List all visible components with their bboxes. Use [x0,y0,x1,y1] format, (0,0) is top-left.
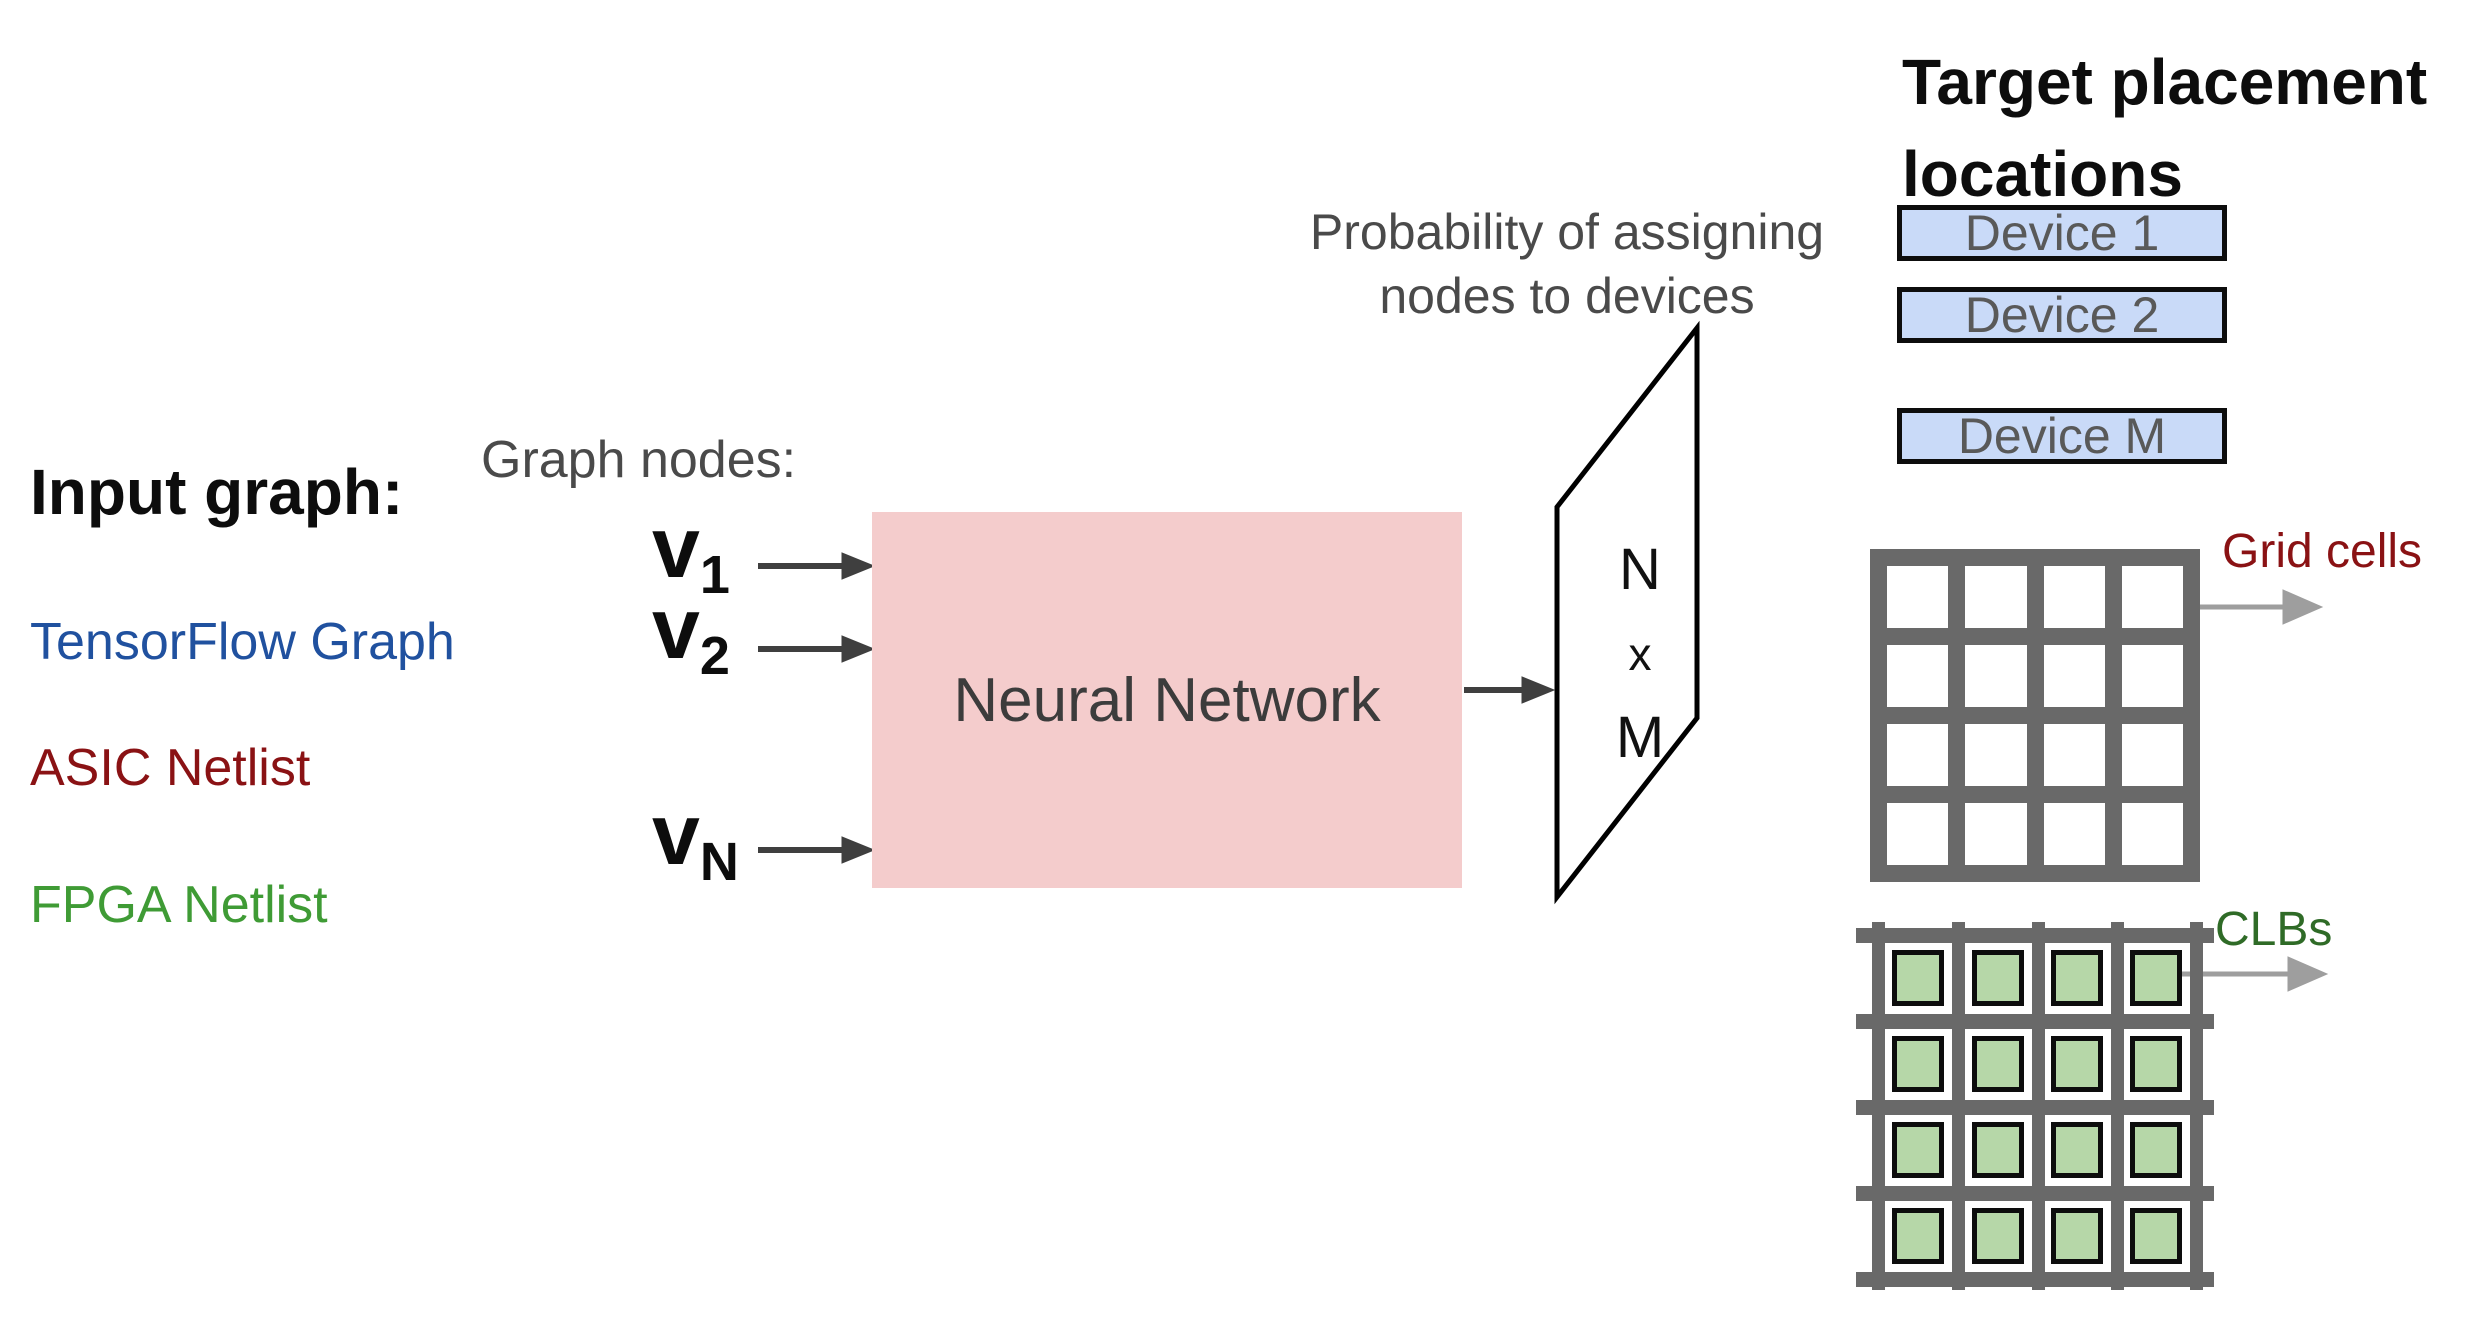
clb-cell [1972,1208,2024,1264]
clb-cell [2051,1208,2103,1264]
clb-cell [2130,1122,2182,1178]
node-subscript: 1 [699,545,730,606]
clb-cell [2130,1208,2182,1264]
device-m-label: Device M [1957,408,2167,464]
node-symbol: v [652,787,700,883]
clb-cell [1972,950,2024,1006]
neural-network-box: Neural Network [872,512,1462,888]
grid-cell [1887,645,1949,707]
clb-cell [1892,1122,1944,1178]
input-item-fpga-netlist: FPGA Netlist [30,876,328,934]
input-graph-heading: Input graph: [30,456,404,528]
clb-grid [1856,922,2214,1290]
clb-routing-vbar [2190,922,2203,1290]
clb-routing-vbar [1952,922,1965,1290]
grid-cell [2121,724,2183,786]
clb-cell [1892,1208,1944,1264]
clbs-label: CLBs [2215,903,2333,956]
grid-cell [1965,803,2027,865]
probability-caption-line1: Probability of assigning [1309,204,1825,260]
grid-cell [2043,724,2105,786]
grid-cell [1887,803,1949,865]
clb-routing-vbar [2111,922,2124,1290]
graph-node-v2: v2 [652,586,730,687]
neural-network-label: Neural Network [953,665,1381,735]
clb-cell [2051,950,2103,1006]
device-1-box: Device 1 [1897,205,2227,261]
grid-cell [2043,645,2105,707]
probability-caption-line2: nodes to devices [1379,268,1755,324]
node-subscript: 2 [699,626,730,687]
clb-cell [1972,1036,2024,1092]
grid-cells-grid [1870,549,2200,882]
device-1-label: Device 1 [1964,205,2160,261]
probability-caption: Probability of assigning nodes to device… [1262,200,1872,328]
graph-nodes-label: Graph nodes: [481,431,797,489]
matrix-times-symbol: x [1628,628,1652,680]
clb-cell [1972,1122,2024,1178]
grid-cell [1887,566,1949,628]
clb-cell [2130,1036,2182,1092]
clb-routing-vbar [2032,922,2045,1290]
grid-cell [1965,724,2027,786]
clb-cell [2051,1122,2103,1178]
device-2-box: Device 2 [1897,287,2227,343]
grid-cell [1965,645,2027,707]
grid-cell [2121,803,2183,865]
clb-routing-vbar [1872,922,1885,1290]
matrix-rows-symbol: N [1619,537,1661,602]
clb-cell [1892,1036,1944,1092]
matrix-cols-symbol: M [1615,705,1665,770]
grid-cell [1887,724,1949,786]
input-item-tensorflow-graph: TensorFlow Graph [30,613,455,671]
grid-cell [2043,566,2105,628]
matrix-dimension-label: N x M [1560,528,1720,780]
node-subscript: N [699,832,739,893]
target-heading-line1: Target placement [1902,46,2428,118]
clb-cell [2130,950,2182,1006]
grid-cell [1965,566,2027,628]
device-2-label: Device 2 [1964,287,2160,343]
node-symbol: v [652,500,700,596]
node-symbol: v [652,581,700,677]
grid-cell [2121,645,2183,707]
target-heading-line2: locations [1902,138,2183,210]
clb-cell [1892,950,1944,1006]
target-placement-heading: Target placement locations [1902,36,2427,220]
graph-node-vN: vN [652,792,739,893]
clb-cell [2051,1036,2103,1092]
grid-cell [2043,803,2105,865]
input-item-asic-netlist: ASIC Netlist [30,739,311,797]
graph-node-v1: v1 [652,505,730,606]
grid-cells-label: Grid cells [2222,525,2423,578]
grid-cell [2121,566,2183,628]
device-m-box: Device M [1897,408,2227,464]
